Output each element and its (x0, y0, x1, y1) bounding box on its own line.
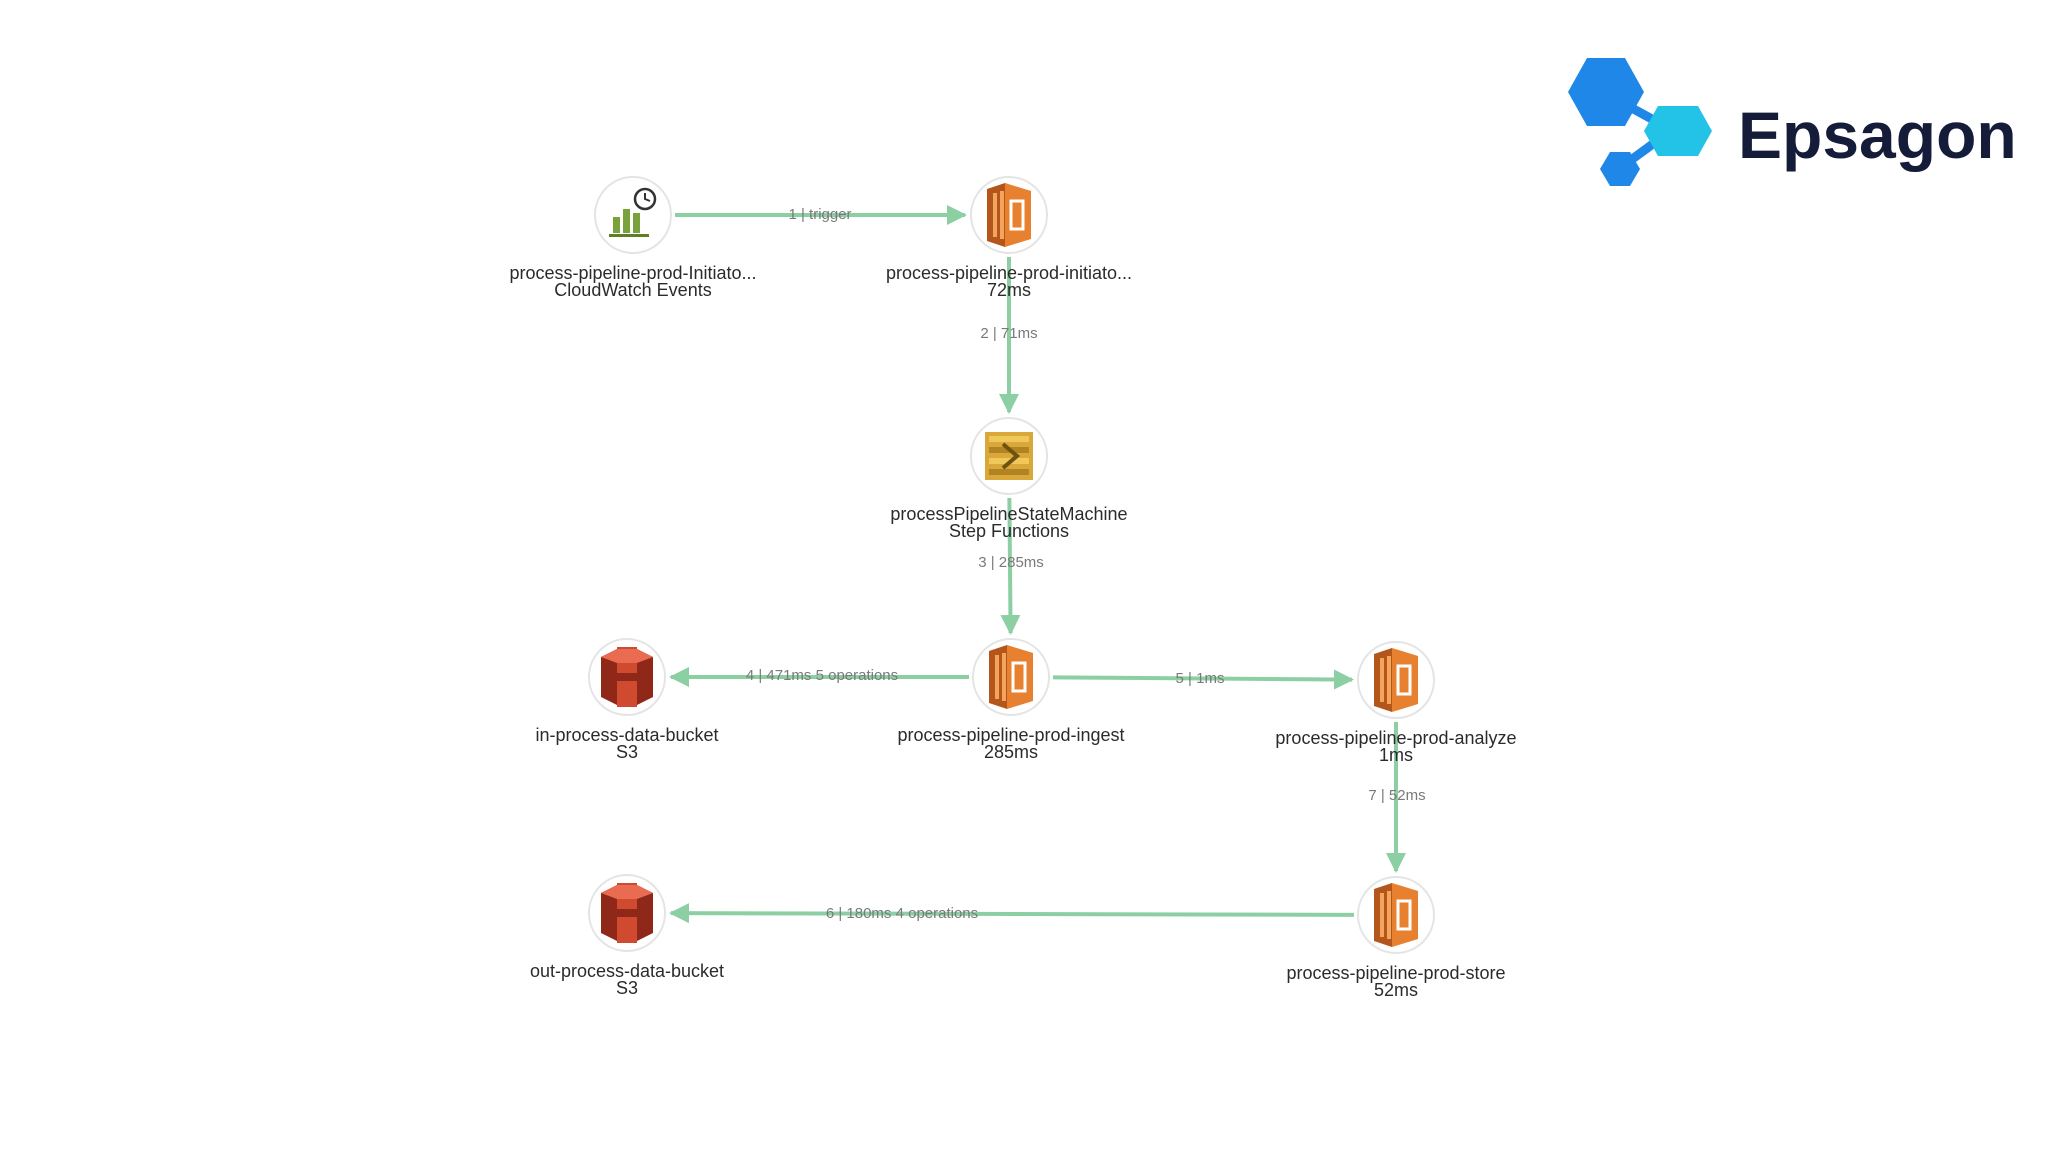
nodes: process-pipeline-prod-Initiato...CloudWa… (509, 176, 1517, 1000)
node-subtitle: 285ms (984, 742, 1038, 762)
edge-line (1052, 669, 1355, 690)
node-name: process-pipeline-prod-ingest (897, 725, 1124, 745)
edge-ingest-to-analyze[interactable]: 5 | 1ms (1052, 669, 1355, 690)
edge-store-to-out-bucket[interactable]: 6 | 180ms 4 operations (668, 903, 1355, 924)
lambda-icon (987, 183, 1031, 247)
node-name: in-process-data-bucket (535, 725, 718, 745)
step-functions-icon (985, 432, 1033, 480)
node-name: process-pipeline-prod-initiato... (886, 263, 1132, 283)
edge-initiator-lambda-to-state-machine[interactable]: 2 | 71ms (980, 257, 1038, 414)
node-subtitle: S3 (616, 742, 638, 762)
edge-label: 3 | 285ms (978, 554, 1044, 571)
epsagon-logo: Epsagon (1568, 58, 2017, 186)
edges: 1 | trigger 2 | 71ms 3 | 285ms 4 | 471ms 5 … (668, 205, 1426, 924)
node-name: processPipelineStateMachine (890, 504, 1127, 524)
node-subtitle: 52ms (1374, 980, 1418, 1000)
edge-label: 6 | 180ms 4 operations (826, 905, 978, 922)
brand-name: Epsagon (1738, 98, 2017, 172)
edge-label: 7 | 52ms (1368, 787, 1425, 804)
edge-state-machine-to-ingest[interactable]: 3 | 285ms (978, 497, 1044, 636)
epsagon-logo-mark-icon (1568, 58, 1712, 186)
edge-label: 2 | 71ms (980, 325, 1037, 342)
node-initiator-event[interactable]: process-pipeline-prod-Initiato...CloudWa… (509, 176, 757, 300)
s3-icon (601, 883, 653, 943)
edge-label: 1 | trigger (788, 206, 851, 223)
cloudwatch-events-icon (609, 187, 657, 237)
edge-label: 5 | 1ms (1176, 670, 1225, 687)
lambda-icon (1374, 883, 1418, 947)
edge-ingest-to-in-bucket[interactable]: 4 | 471ms 5 operations (669, 667, 969, 687)
lambda-icon (989, 645, 1033, 709)
node-name: process-pipeline-prod-store (1286, 963, 1505, 983)
node-name: process-pipeline-prod-Initiato... (509, 263, 756, 283)
edge-line (668, 903, 1355, 924)
node-subtitle: 72ms (987, 280, 1031, 300)
node-subtitle: CloudWatch Events (554, 280, 711, 300)
edge-analyze-to-store[interactable]: 7 | 52ms (1368, 722, 1426, 873)
node-subtitle: 1ms (1379, 745, 1413, 765)
node-name: process-pipeline-prod-analyze (1275, 728, 1516, 748)
edge-initiator-event-to-initiator-lambda[interactable]: 1 | trigger (675, 205, 967, 225)
edge-line (1000, 497, 1021, 636)
node-subtitle: Step Functions (949, 521, 1069, 541)
node-subtitle: S3 (616, 978, 638, 998)
lambda-icon (1374, 648, 1418, 712)
node-initiator-lambda[interactable]: process-pipeline-prod-initiato...72ms (886, 176, 1132, 300)
node-name: out-process-data-bucket (530, 961, 724, 981)
s3-icon (601, 647, 653, 707)
edge-label: 4 | 471ms 5 operations (746, 667, 898, 684)
